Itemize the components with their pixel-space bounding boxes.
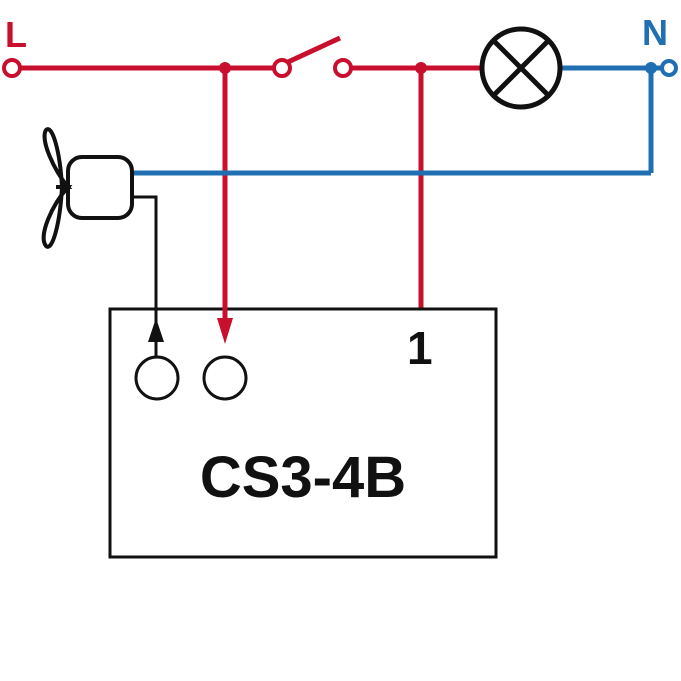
- unit-terminal-control: [134, 355, 180, 401]
- neutral-label: N: [642, 12, 668, 53]
- control-wire: [132, 195, 158, 345]
- terminal-number-label: 1: [407, 322, 433, 374]
- neutral-terminal-icon: [660, 59, 678, 77]
- line-terminal-icon: [2, 58, 22, 78]
- line-label: L: [5, 14, 27, 55]
- unit-terminal-line: [202, 355, 248, 401]
- control-arrow-tip: [148, 318, 164, 342]
- neutral-wires: [130, 65, 666, 176]
- switch-icon: [272, 35, 353, 78]
- line-junction-right: [415, 62, 427, 74]
- unit-box: [108, 307, 498, 559]
- model-label: CS3-4B: [200, 445, 406, 510]
- neutral-junction: [645, 62, 657, 74]
- fan-icon: [41, 127, 134, 249]
- lamp-icon: [479, 26, 563, 110]
- line-junction-left: [219, 62, 231, 74]
- line-arrow-tip: [217, 318, 233, 344]
- line-wires: [20, 65, 482, 328]
